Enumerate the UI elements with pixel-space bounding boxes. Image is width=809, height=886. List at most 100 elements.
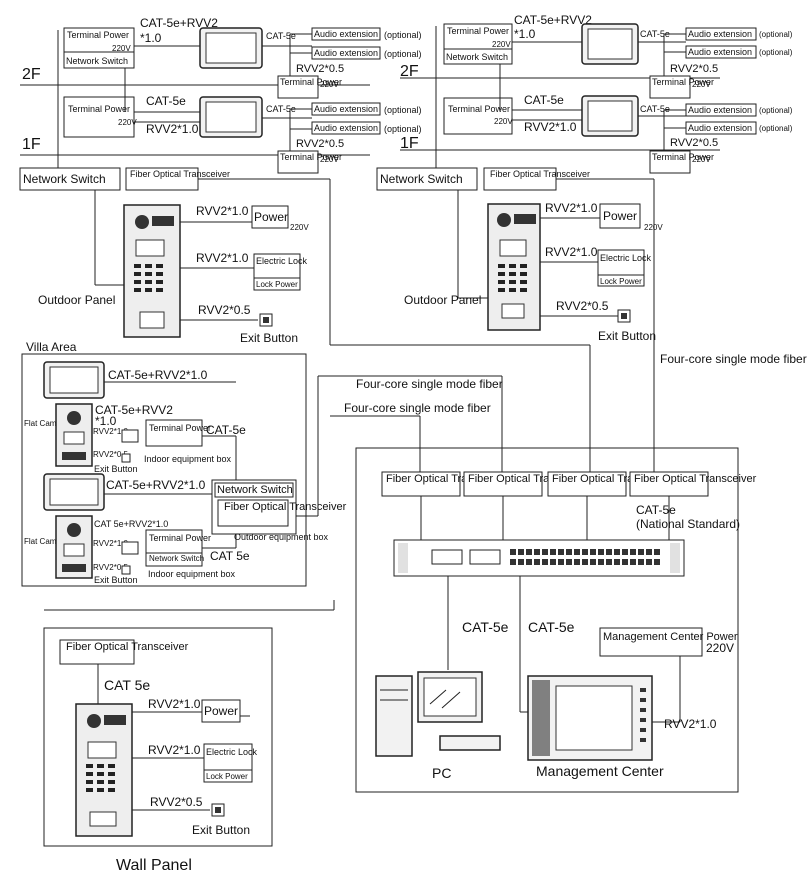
svg-text:220V: 220V [112,44,131,53]
svg-text:Audio extension: Audio extension [314,29,378,39]
svg-text:Terminal Power: Terminal Power [149,533,211,543]
svg-text:Outdoor equipment box: Outdoor equipment box [234,532,329,542]
outdoor-panel-label: Outdoor Panel [38,293,115,307]
svg-text:Network Switch: Network Switch [149,554,204,563]
svg-text:RVV2*1.0: RVV2*1.0 [664,717,717,731]
svg-text:CAT-5e: CAT-5e [462,619,509,635]
terminal-power-box [649,75,691,99]
audio-extension-box [685,103,757,117]
svg-text:Audio extension: Audio extension [314,123,378,133]
pc-tower-icon [375,675,413,757]
electric-lock-box [121,541,139,555]
exit-button-label: Exit Button [240,331,298,345]
svg-text:RVV2*0.5: RVV2*0.5 [296,138,344,150]
svg-text:CAT-5e+RVV2: CAT-5e+RVV2 [514,13,592,27]
svg-text:Audio extension: Audio extension [688,105,752,115]
svg-text:Exit Button: Exit Button [94,464,138,474]
terminal-power-box [443,23,513,65]
svg-text:CAT-5e: CAT-5e [206,423,246,437]
outdoor-panel-label: Outdoor Panel [404,293,481,307]
svg-text:CAT-5e: CAT-5e [524,93,564,107]
svg-text:RVV2*0.5: RVV2*0.5 [93,563,129,572]
svg-text:Electric Lock: Electric Lock [256,256,308,266]
svg-text:Lock Power: Lock Power [256,280,298,289]
svg-text:RVV2*1.0: RVV2*1.0 [148,697,201,711]
fiber-transceiver-box [629,471,709,497]
svg-text:220V: 220V [492,40,511,49]
wall-panel-title: Wall Panel [116,857,192,874]
svg-text:*1.0: *1.0 [95,414,117,428]
floor-1f-label: 1F [22,136,41,153]
svg-text:RVV2*1.0: RVV2*1.0 [545,201,598,215]
terminal-power-box [145,419,203,447]
svg-text:Fiber Optical Transceiver: Fiber Optical Transceiver [130,169,230,179]
svg-text:(optional): (optional) [384,30,422,40]
svg-text:Electric Lock: Electric Lock [600,253,652,263]
terminal-power-box [145,529,203,567]
svg-text:Terminal Power: Terminal Power [280,152,342,162]
svg-text:220V: 220V [692,155,711,164]
svg-text:Four-core single mode fiber: Four-core single mode fiber [660,352,807,366]
electric-lock-box [121,429,139,443]
svg-text:RVV2*1.0: RVV2*1.0 [93,539,129,548]
keyboard-icon [439,735,501,751]
fiber-transceiver-box [59,639,135,665]
audio-extension-box [685,121,757,135]
svg-text:CAT-5e+RVV2*1.0: CAT-5e+RVV2*1.0 [108,368,208,382]
svg-text:Four-core single mode fiber: Four-core single mode fiber [356,377,503,391]
management-center-power-box [599,627,703,657]
svg-text:220V: 220V [644,223,663,232]
terminal-power-box [443,97,513,135]
svg-text:Power: Power [254,210,288,224]
terminal-power-box [277,150,319,174]
svg-text:Fiber Optical Transceiver: Fiber Optical Transceiver [224,501,347,513]
svg-text:Network Switch: Network Switch [380,172,463,186]
svg-text:RVV2*0.5: RVV2*0.5 [670,63,718,75]
svg-text:Audio extension: Audio extension [314,104,378,114]
svg-text:Lock Power: Lock Power [206,772,248,781]
svg-text:Network Switch: Network Switch [217,484,293,496]
villa-area: Villa Area CAT-5e+RVV2*1.0 Flat Camera C… [21,340,503,587]
svg-text:Power: Power [603,209,637,223]
svg-text:Flat Camera: Flat Camera [24,419,69,428]
svg-text:220V: 220V [692,80,711,89]
network-switch-box [19,167,121,191]
svg-text:RVV2*0.5: RVV2*0.5 [556,299,609,313]
svg-text:1F: 1F [400,135,419,152]
svg-text:CAT 5e: CAT 5e [104,677,150,693]
svg-text:(optional): (optional) [759,106,793,115]
svg-text:RVV2*0.5: RVV2*0.5 [150,795,203,809]
svg-text:RVV2*1.0: RVV2*1.0 [148,743,201,757]
terminal-power-box [277,75,319,99]
svg-text:Network Switch: Network Switch [23,172,106,186]
wall-panel-frame [43,627,273,847]
terminal-power-label: Terminal Power [67,30,129,40]
svg-text:*1.0: *1.0 [514,27,536,41]
management-center-label: Management Center [536,763,664,779]
power-box [599,203,641,229]
svg-text:(optional): (optional) [759,30,793,39]
svg-text:CAT 5e+RVV2*1.0: CAT 5e+RVV2*1.0 [94,519,168,529]
audio-extension-box [685,45,757,59]
svg-text:Indoor equipment box: Indoor equipment box [144,454,232,464]
terminal-power-box [63,27,135,69]
svg-text:RVV2*1.0: RVV2*1.0 [196,204,249,218]
terminal-power-box [649,150,691,174]
exit-button-label: Exit Button [192,823,250,837]
svg-text:220V: 220V [706,641,734,655]
audio-extension-box [311,102,381,116]
svg-text:Terminal Power: Terminal Power [448,104,510,114]
svg-text:CAT-5e: CAT-5e [146,94,186,108]
villa-area-title: Villa Area [26,340,77,354]
fiber-transceiver-box [463,471,543,497]
svg-text:Management Center Power: Management Center Power [603,631,738,643]
audio-extension-box [311,46,381,60]
svg-text:Indoor equipment box: Indoor equipment box [148,569,236,579]
svg-text:(optional): (optional) [759,48,793,57]
svg-text:RVV2*0.5: RVV2*0.5 [670,137,718,149]
fiber-transceiver-box [547,471,627,497]
villa-area-frame [21,353,307,587]
svg-text:Four-core single mode fiber: Four-core single mode fiber [344,401,491,415]
control-center-frame [355,447,739,793]
